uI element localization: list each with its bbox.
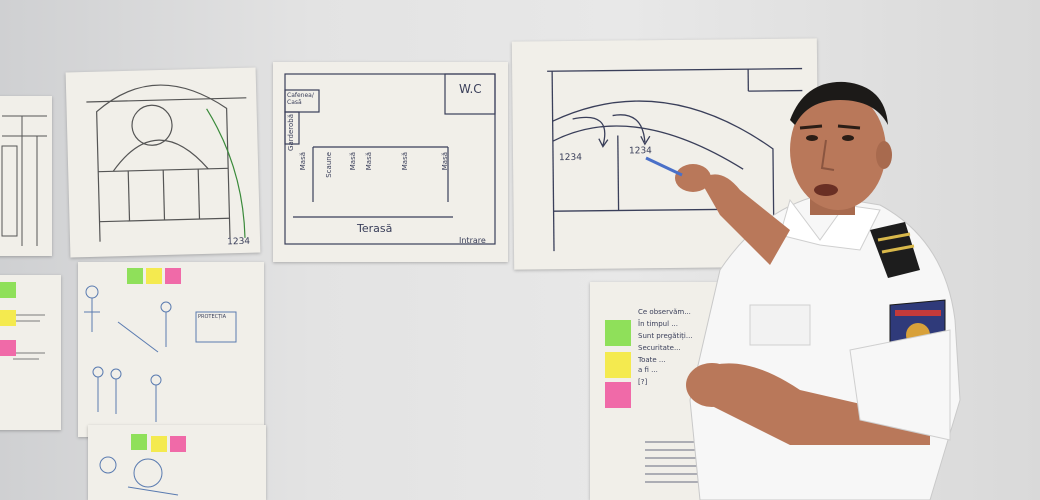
sticky-note-green (0, 282, 16, 298)
floor-plan-bottom-right-label: Intrare (459, 236, 486, 245)
sheet-arch-drawing: 1234 (65, 67, 261, 258)
list-line-6: a fi ... (638, 366, 658, 374)
list-line-5: Toate ... (638, 356, 666, 364)
sticky-note-pink (170, 436, 186, 452)
list-line-7: [?] (638, 378, 648, 386)
list-line-1: Ce observăm... (638, 308, 691, 316)
sticky-note-yellow (0, 310, 16, 326)
sticky-note-green (127, 268, 143, 284)
list-line-4: Securitate... (638, 344, 681, 352)
sticky-note-green (131, 434, 147, 450)
list-line-3: Sunt pregătiți... (638, 332, 693, 340)
sheet-floor-plan: W.C Cafenea/ Casă Garderobă Masă Scaune … (273, 62, 508, 262)
floor-plan-bottom-label: Terasă (357, 222, 393, 235)
sticky-note-yellow (605, 352, 631, 378)
sticky-note-pink (165, 268, 181, 284)
floor-plan-corner-label: W.C (459, 82, 482, 96)
floor-plan-top-left-label: Cafenea/ Casă (287, 92, 314, 106)
list-line-2: În timpul ... (638, 320, 678, 328)
sticky-note-yellow (151, 436, 167, 452)
sheet-far-left (0, 96, 52, 256)
sticky-note-yellow (146, 268, 162, 284)
sheet-map-arrows: 1234 1234 (511, 38, 820, 270)
sticky-note-pink (605, 382, 631, 408)
drawing-sign-label: PROTECȚIA (198, 314, 227, 320)
sticky-note-pink (0, 340, 16, 356)
sticky-note-green (605, 320, 631, 346)
sheet-people-drawing: PROTECȚIA (78, 262, 264, 437)
